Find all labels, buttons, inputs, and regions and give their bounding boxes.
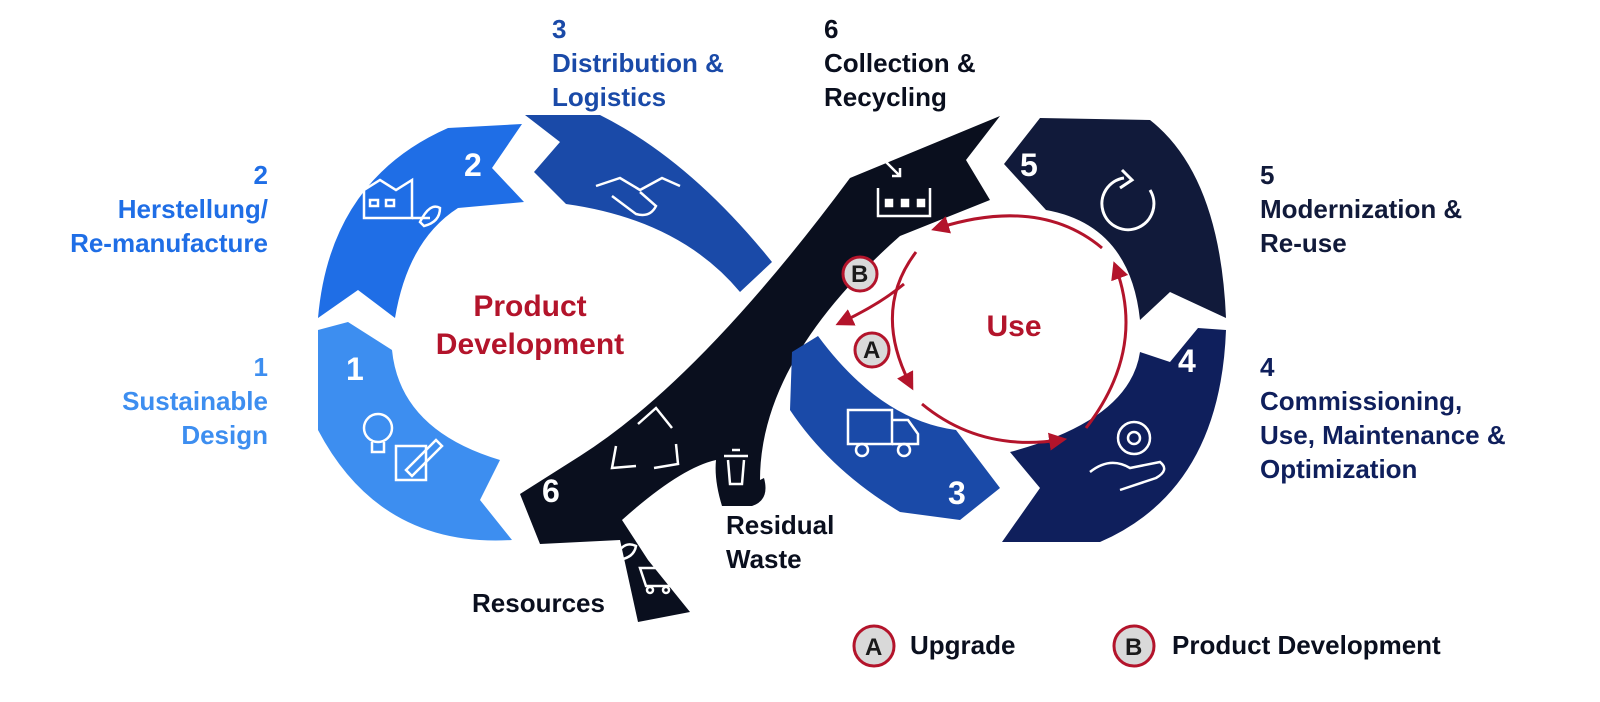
stage-4-label: 4 Commissioning, Use, Maintenance & Opti… (1260, 352, 1506, 484)
use-cycle-arrow-right (1084, 261, 1129, 429)
resources-label: Resources (472, 588, 605, 618)
svg-text:A: A (865, 634, 882, 661)
segment-5-number: 5 (1020, 147, 1038, 183)
segment-1-number: 1 (346, 351, 364, 387)
lightbulb-pencil-icon (362, 412, 444, 482)
badge-b-diagram: B (841, 255, 879, 293)
b-branch-arrow (835, 282, 905, 326)
legend-product-development-label: Product Development (1172, 630, 1441, 660)
use-cycle-arrow-bottom (921, 402, 1068, 451)
segment-4 (1002, 328, 1226, 542)
stage-2-label: 2 Herstellung/ Re-manufacture (70, 160, 268, 258)
segment-5 (1004, 118, 1226, 320)
use-center-label: Use (986, 310, 1042, 343)
stage-6-label: 6 Collection & Recycling (824, 14, 976, 112)
residual-waste-label: Residual Waste (726, 510, 835, 574)
segment-3-top (525, 115, 772, 292)
segment-1 (318, 322, 512, 541)
segment-6 (520, 116, 1000, 622)
segment-2-number: 2 (464, 147, 482, 183)
badge-a-diagram: A (853, 331, 891, 369)
segment-4-number: 4 (1178, 343, 1196, 379)
legend-upgrade-label: Upgrade (910, 630, 1016, 660)
stage-3-label: 3 Distribution & Logistics (552, 14, 724, 112)
stage-1-label: 1 Sustainable Design (122, 352, 268, 450)
segment-6-number: 6 (542, 473, 560, 509)
ore-cart-leaf-icon (614, 543, 678, 595)
stage-5-label: 5 Modernization & Re-use (1260, 160, 1463, 258)
trash-can-icon (724, 448, 748, 486)
segment-3-bottom (790, 336, 1000, 520)
gear-hand-icon (1089, 420, 1166, 492)
legend-badge-b: B (1112, 624, 1156, 668)
legend-badge-a: A (852, 624, 896, 668)
product-development-center-label: Product Development (435, 290, 625, 361)
collection-bin-icon (876, 161, 932, 218)
truck-icon (846, 408, 920, 458)
svg-text:B: B (1125, 634, 1142, 661)
segment-3-number: 3 (948, 475, 966, 511)
recycle-icon (610, 406, 680, 470)
use-cycle-arrow-left (890, 251, 918, 391)
svg-text:B: B (851, 261, 868, 288)
svg-text:A: A (863, 337, 880, 364)
factory-leaf-icon (362, 177, 442, 228)
use-cycle-arrow-top (931, 214, 1103, 250)
handshake-icon (595, 176, 681, 217)
refresh-icon (1100, 168, 1156, 232)
